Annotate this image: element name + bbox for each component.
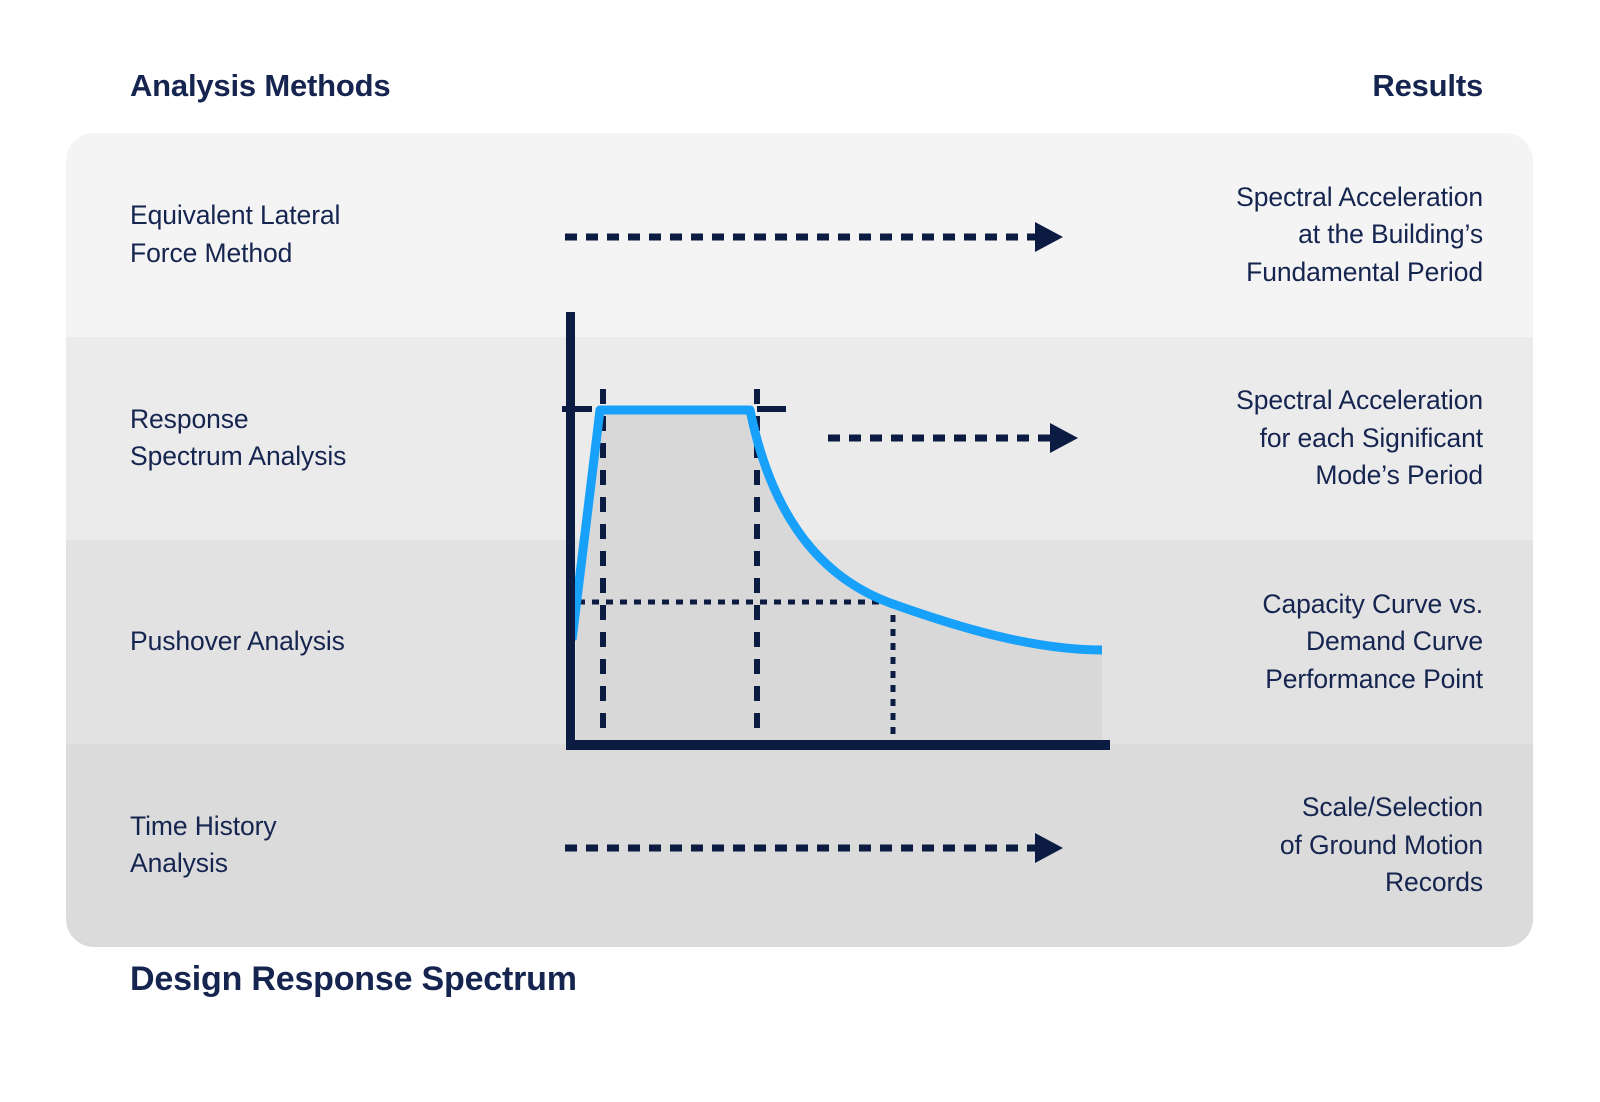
result-line: of Ground Motion (1279, 829, 1483, 860)
result-line: Spectral Acceleration (1236, 385, 1483, 415)
method-line: Time History (130, 810, 277, 841)
method-label: Response Spectrum Analysis (130, 401, 346, 476)
results-heading: Results (1372, 68, 1483, 103)
result-line: at the Building’s (1298, 219, 1483, 249)
method-line: Force Method (130, 237, 293, 268)
result-label: Spectral Acceleration for each Significa… (1236, 382, 1483, 495)
result-line: for each Significant (1259, 422, 1483, 453)
row-response-spectrum-analysis: Response Spectrum Analysis Spectral Acce… (66, 336, 1533, 540)
result-label: Scale/Selection of Ground Motion Records (1280, 789, 1483, 902)
method-label: Pushover Analysis (130, 623, 345, 661)
method-label: Time History Analysis (130, 808, 277, 883)
method-line: Pushover Analysis (130, 626, 345, 656)
result-line: Mode’s Period (1315, 460, 1483, 490)
result-line: Records (1385, 867, 1483, 897)
analysis-methods-heading: Analysis Methods (130, 68, 391, 103)
row-time-history-analysis: Time History Analysis Scale/Selection of… (66, 743, 1533, 947)
methods-results-panel: Equivalent Lateral Force Method Spectral… (66, 133, 1533, 947)
result-line: Demand Curve (1305, 626, 1483, 656)
result-line: Performance Point (1265, 663, 1483, 694)
method-line: Equivalent Lateral (130, 200, 341, 231)
method-line: Spectrum Analysis (130, 441, 347, 472)
result-line: Fundamental Period (1246, 256, 1483, 287)
row-pushover-analysis: Pushover Analysis Capacity Curve vs. Dem… (66, 540, 1533, 744)
method-line: Response (130, 403, 249, 434)
result-line: Capacity Curve vs. (1262, 588, 1483, 619)
result-line: Scale/Selection (1301, 792, 1483, 822)
method-label: Equivalent Lateral Force Method (130, 197, 340, 272)
result-label: Spectral Acceleration at the Building’s … (1236, 179, 1483, 292)
diagram-title: Design Response Spectrum (130, 960, 577, 998)
method-line: Analysis (130, 848, 228, 879)
row-equivalent-lateral-force: Equivalent Lateral Force Method Spectral… (66, 133, 1533, 337)
result-line: Spectral Acceleration (1236, 181, 1483, 212)
result-label: Capacity Curve vs. Demand Curve Performa… (1262, 586, 1483, 699)
